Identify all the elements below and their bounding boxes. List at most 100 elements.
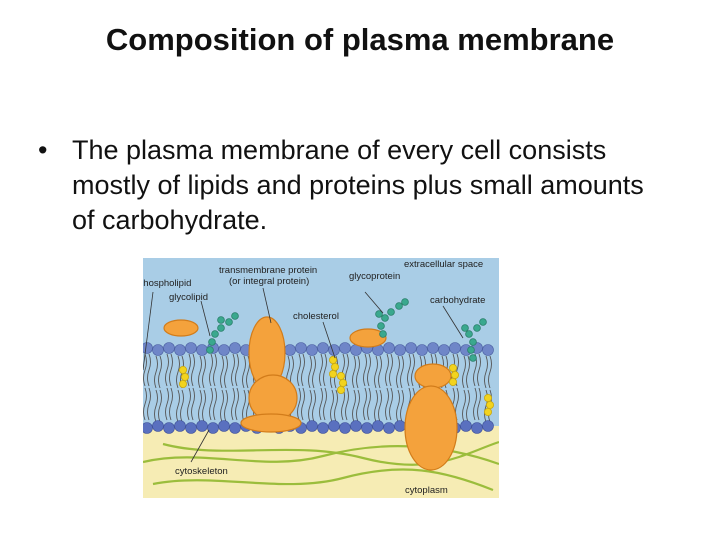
label-cytoskeleton: cytoskeleton [175, 466, 228, 477]
lipid-tail [400, 389, 404, 423]
lipid-tail [396, 355, 400, 389]
cholesterol-bead [338, 379, 347, 388]
phospholipid-head [143, 422, 153, 434]
slide-title: Composition of plasma membrane [105, 22, 615, 57]
phospholipid-head [339, 422, 351, 434]
lipid-tail [191, 353, 195, 387]
phospholipid-head [394, 344, 406, 356]
phospholipid-head [482, 344, 494, 356]
lipid-tail [235, 387, 239, 421]
label-lines [143, 287, 464, 463]
phospholipid-head [196, 344, 208, 356]
lipid-tail [202, 355, 206, 389]
cholesterol-bead [179, 380, 188, 389]
lipid-tail [143, 387, 147, 421]
lipid-tail [389, 353, 393, 387]
lipid-tail [341, 387, 345, 421]
sugar-bead [379, 330, 387, 338]
phospholipid-head [163, 342, 175, 354]
label-extracellular: extracellular space [404, 259, 483, 270]
sugar-bead [225, 318, 233, 326]
lipid-tail [466, 389, 470, 423]
lipid-tail [301, 387, 305, 421]
phospholipid-head [361, 422, 373, 434]
phospholipid-head [306, 344, 318, 356]
lipid-tail [378, 355, 382, 389]
lipid-tail [334, 389, 338, 423]
phospholipid-head [449, 342, 461, 354]
lipid-tail [242, 355, 246, 389]
label-cholesterol: cholesterol [293, 311, 339, 322]
lipid-tail [297, 353, 301, 387]
lipid-tail [147, 353, 151, 387]
lipid-tail [462, 389, 466, 423]
lipid-tail [191, 387, 195, 421]
lipid-tail [396, 389, 400, 423]
lipid-tail [352, 389, 356, 423]
diagram-labels: phospholipid transmembrane protein (or i… [143, 259, 485, 496]
lipid-tail [323, 353, 327, 387]
lipid-tail [462, 355, 466, 389]
phospholipid-head [350, 420, 362, 432]
lipid-tail [158, 389, 162, 423]
cholesterol-bead [336, 372, 345, 381]
label-glycolipid: glycolipid [169, 292, 208, 303]
sugar-bead [469, 338, 477, 346]
phospholipid-head [405, 342, 417, 354]
cholesterol-bead [330, 363, 339, 372]
lipid-tail [231, 353, 235, 387]
lipid-tail [209, 387, 213, 421]
phospholipid-head [471, 422, 483, 434]
lipid-tail [242, 389, 246, 423]
phospholipid-head [163, 422, 175, 434]
sugar-bead [465, 330, 473, 338]
phospholipid-head [196, 420, 208, 432]
cholesterol-bead [450, 371, 459, 380]
phospholipid-head [218, 344, 230, 356]
lipid-tail [213, 353, 217, 387]
lipid-tail [202, 389, 206, 423]
cholesterol-bead [328, 356, 337, 365]
sugar-bead [217, 316, 225, 324]
phospholipid-head [383, 422, 395, 434]
lipid-tail [180, 389, 184, 423]
lipid-tail [488, 355, 492, 389]
phospholipid-head [152, 344, 164, 356]
label-transmembrane: transmembrane protein [219, 265, 317, 276]
sugar-bead [473, 324, 481, 332]
cholesterol-bead [448, 378, 457, 387]
sugar-bead [387, 308, 395, 316]
phospholipid-head [438, 344, 450, 356]
lipid-tail [389, 387, 393, 421]
lipid-tail [312, 355, 316, 389]
cholesterol-bead [179, 366, 188, 375]
lipid-tail [198, 355, 202, 389]
lipid-tail [235, 353, 239, 387]
phospholipid-head [185, 342, 197, 354]
lipid-tail [165, 353, 169, 387]
phospholipid-head [143, 342, 153, 354]
lipid-tail [220, 389, 224, 423]
phospholipid-head [394, 420, 406, 432]
lipid-tail [363, 387, 367, 421]
label-cytoplasm: cytoplasm [405, 485, 448, 496]
lipid-tail [169, 353, 173, 387]
lipid-tail [367, 353, 371, 387]
bullet-marker: • [38, 135, 48, 165]
sugar-bead [381, 314, 389, 322]
phospholipid-head [427, 342, 439, 354]
phospholipid-head [339, 342, 351, 354]
cholesterol-bead [448, 364, 457, 373]
phospholipid-head [383, 342, 395, 354]
lipid-tail [312, 389, 316, 423]
lipid-tail [198, 389, 202, 423]
cholesterol-bead [328, 370, 337, 379]
sugar-bead [461, 324, 469, 332]
lipid-tail [301, 353, 305, 387]
lipid-tail [224, 355, 228, 389]
cholesterol-bead [336, 385, 345, 394]
lipid-tail [169, 387, 173, 421]
lipid-tail [477, 387, 481, 421]
cholesterol-bead [483, 393, 492, 402]
lipid-tail [466, 355, 470, 389]
